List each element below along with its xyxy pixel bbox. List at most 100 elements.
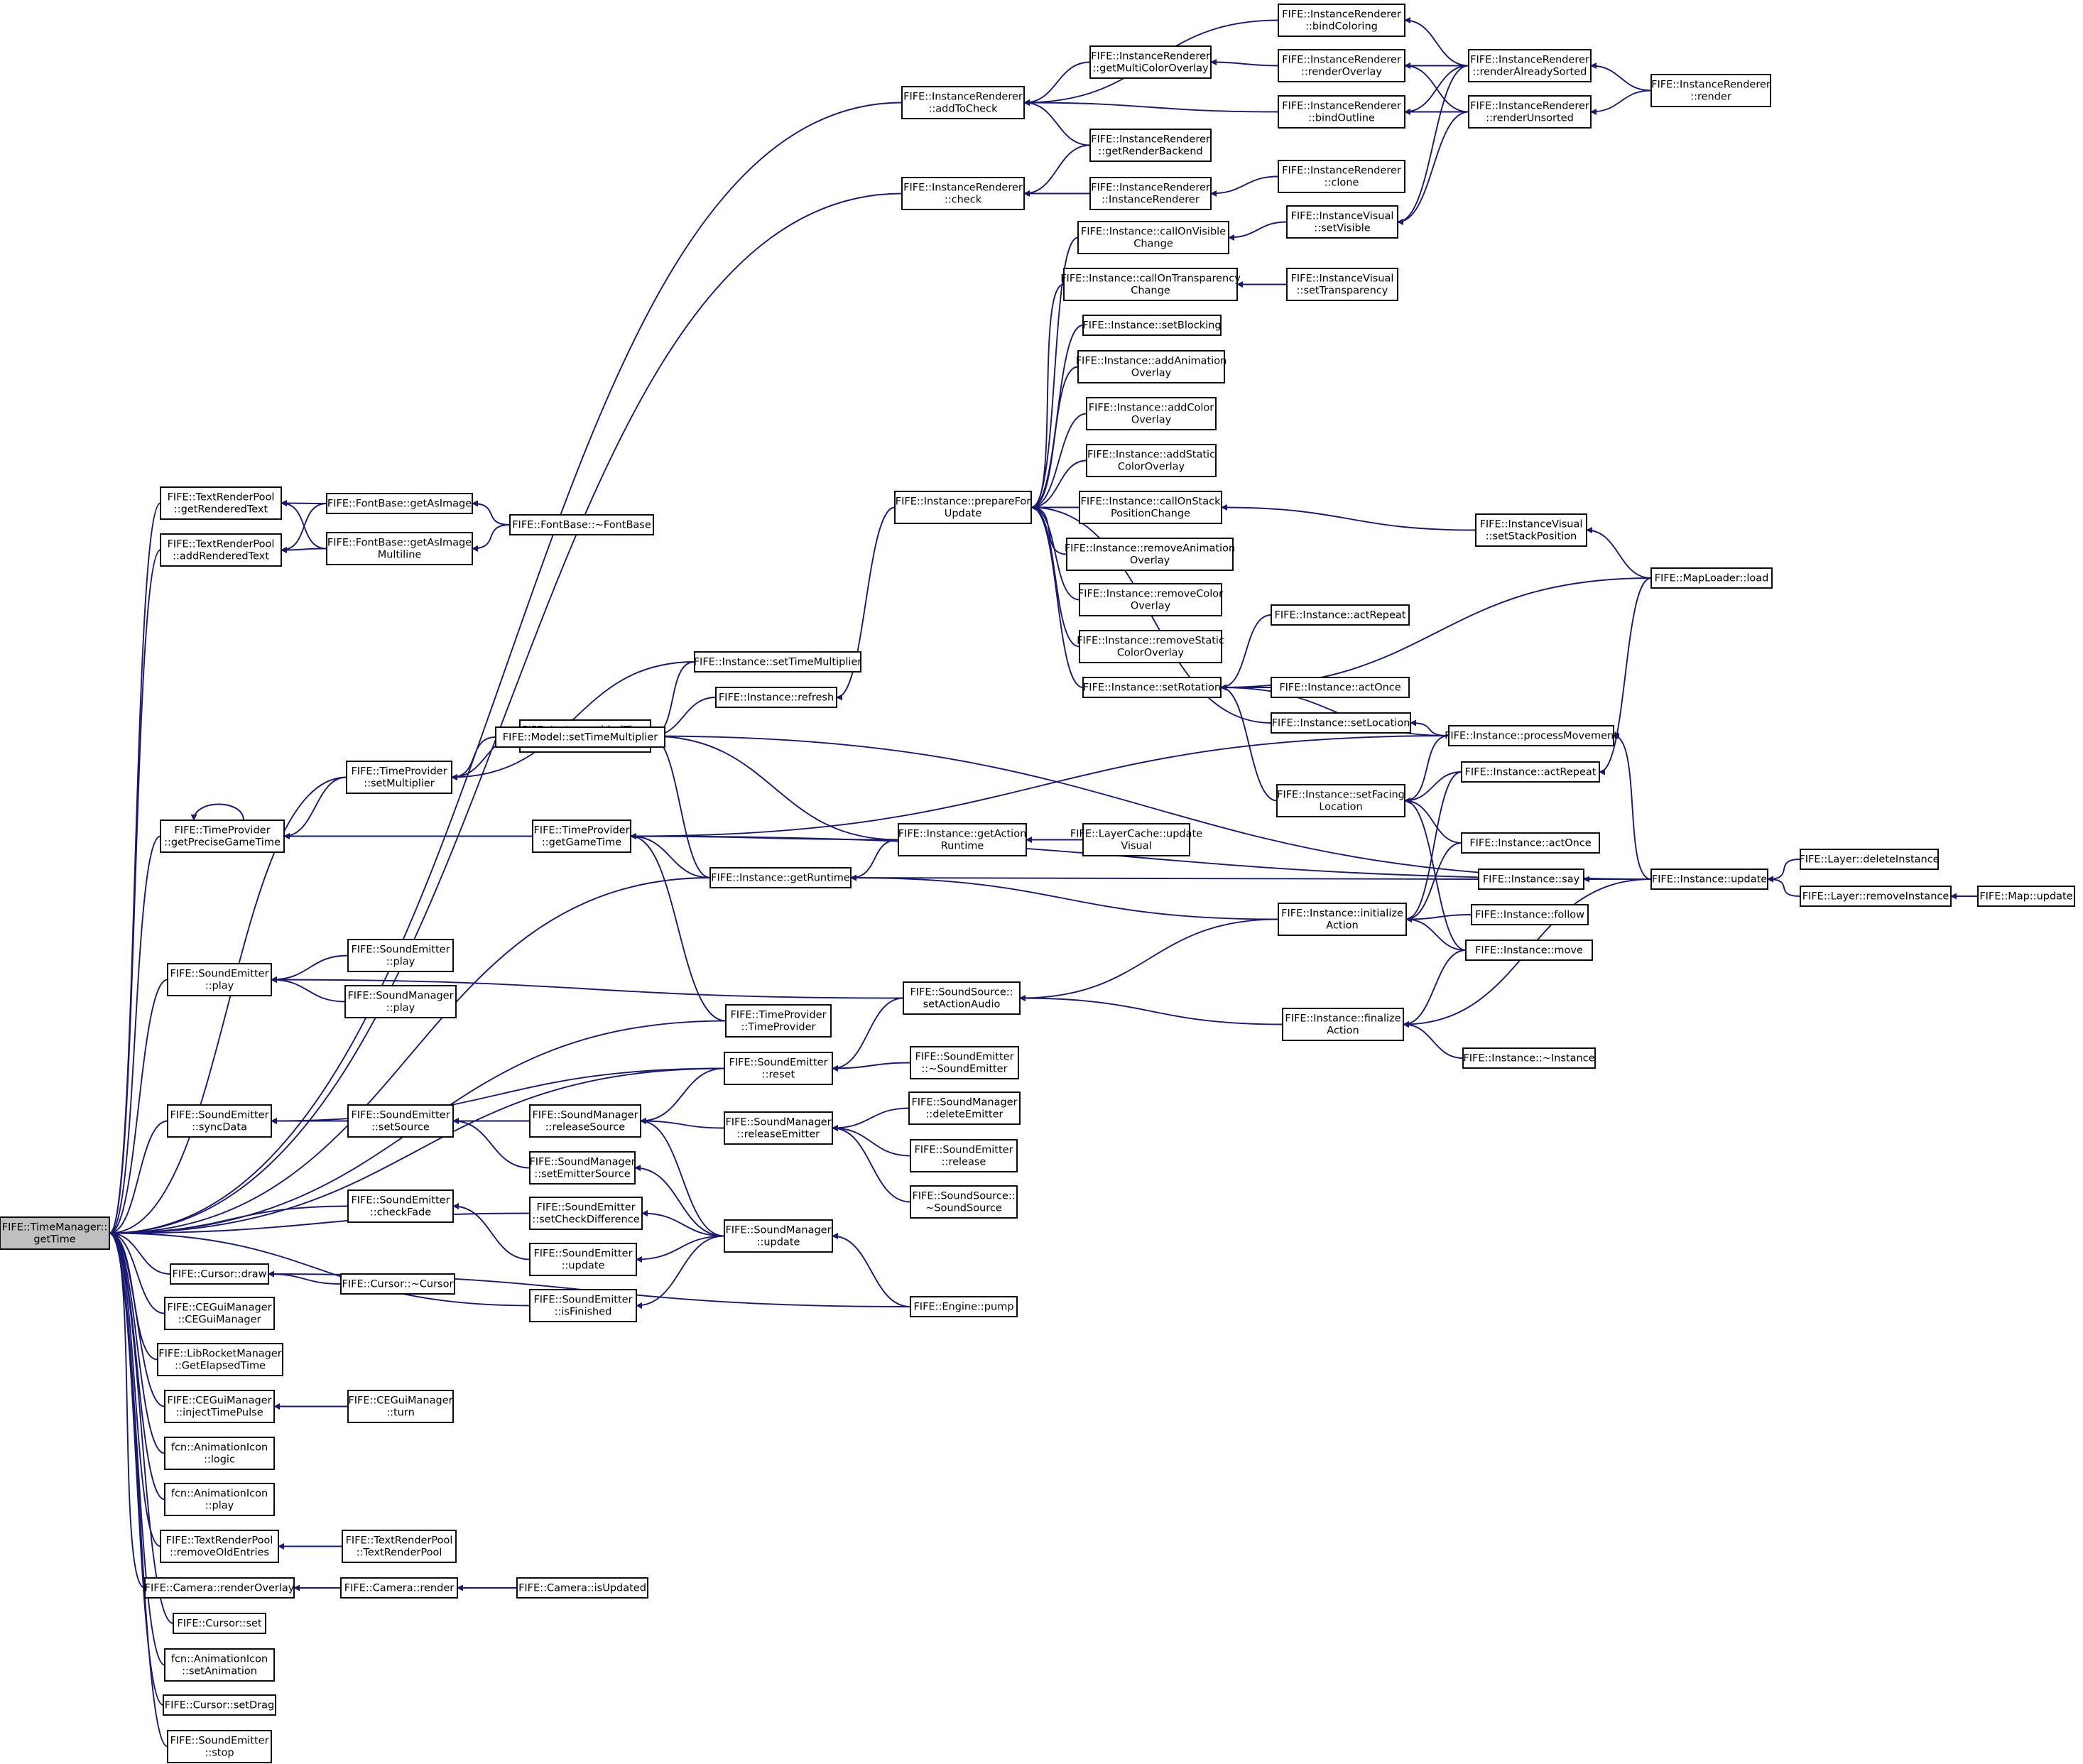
graph-node[interactable]: FIFE::Instance::actOnce — [1271, 677, 1410, 698]
graph-node[interactable]: FIFE::Instance::~Instance — [1462, 1047, 1596, 1069]
graph-node[interactable]: FIFE::SoundManager::releaseEmitter — [724, 1111, 833, 1145]
graph-node[interactable]: FIFE::SoundEmitter::syncData — [167, 1104, 272, 1138]
graph-node[interactable]: FIFE::CEGuiManager::CEGuiManager — [164, 1297, 275, 1330]
graph-node[interactable]: FIFE::SoundEmitter::setSource — [347, 1104, 454, 1138]
graph-node[interactable]: FIFE::SoundEmitter::reset — [724, 1052, 833, 1085]
graph-node[interactable]: FIFE::InstanceVisual::setTransparency — [1286, 268, 1398, 301]
graph-node[interactable]: FIFE::Instance::setTimeMultiplier — [694, 651, 862, 673]
graph-node[interactable]: FIFE::TimeProvider::getPreciseGameTime — [160, 820, 285, 853]
graph-node[interactable]: fcn::AnimationIcon::play — [164, 1483, 275, 1516]
graph-node[interactable]: FIFE::InstanceRenderer::clone — [1278, 160, 1405, 193]
graph-node[interactable]: FIFE::Cursor::set — [173, 1613, 266, 1634]
graph-node[interactable]: FIFE::Instance::processMovement — [1445, 725, 1618, 746]
graph-node[interactable]: FIFE::SoundManager::deleteEmitter — [908, 1091, 1021, 1125]
graph-node[interactable]: FIFE::InstanceRenderer::renderAlreadySor… — [1468, 49, 1592, 82]
graph-node[interactable]: FIFE::Instance::setLocation — [1271, 712, 1411, 734]
graph-node[interactable]: FIFE::TimeProvider::setMultiplier — [346, 761, 452, 794]
graph-node[interactable]: FIFE::InstanceRenderer::InstanceRenderer — [1089, 177, 1212, 210]
graph-node[interactable]: fcn::AnimationIcon::setAnimation — [164, 1648, 275, 1682]
graph-node[interactable]: FIFE::FontBase::~FontBase — [509, 514, 654, 535]
graph-node[interactable]: FIFE::InstanceRenderer::bindColoring — [1278, 4, 1405, 37]
graph-node[interactable]: FIFE::InstanceRenderer::render — [1650, 74, 1771, 107]
graph-node[interactable]: FIFE::InstanceRenderer::addToCheck — [901, 86, 1025, 119]
graph-node[interactable]: FIFE::TimeProvider::TimeProvider — [725, 1004, 832, 1038]
graph-node[interactable]: FIFE::Instance::actRepeat — [1271, 604, 1410, 626]
graph-node[interactable]: FIFE::InstanceVisual::setVisible — [1286, 205, 1398, 239]
graph-node[interactable]: FIFE::SoundEmitter::~SoundEmitter — [910, 1046, 1019, 1079]
graph-node[interactable]: FIFE::Layer::removeInstance — [1800, 886, 1952, 907]
graph-node[interactable]: FIFE::SoundSource::~SoundSource — [910, 1185, 1018, 1219]
graph-node[interactable]: fcn::AnimationIcon::logic — [164, 1437, 275, 1470]
graph-node[interactable]: FIFE::SoundSource::setActionAudio — [903, 981, 1021, 1015]
graph-node[interactable]: FIFE::SoundManager::setEmitterSource — [529, 1151, 636, 1185]
graph-node[interactable]: FIFE::InstanceVisual::setStackPosition — [1475, 513, 1587, 547]
graph-node[interactable]: FIFE::CEGuiManager::injectTimePulse — [164, 1390, 275, 1423]
graph-node[interactable]: FIFE::Instance::move — [1465, 940, 1593, 961]
graph-node[interactable]: FIFE::CEGuiManager::turn — [347, 1390, 454, 1423]
graph-node[interactable]: FIFE::Camera::isUpdated — [516, 1577, 648, 1599]
graph-node[interactable]: FIFE::TextRenderPool::getRenderedText — [160, 486, 282, 520]
graph-node[interactable]: FIFE::Instance::say — [1478, 869, 1584, 890]
graph-node[interactable]: FIFE::Instance::follow — [1471, 904, 1589, 925]
graph-node[interactable]: FIFE::TextRenderPool::TextRenderPool — [342, 1530, 457, 1563]
graph-node[interactable]: FIFE::Cursor::setDrag — [163, 1694, 276, 1716]
graph-node[interactable]: FIFE::InstanceRenderer::check — [901, 177, 1025, 210]
graph-node[interactable]: FIFE::SoundManager::releaseSource — [529, 1104, 641, 1138]
graph-node[interactable]: FIFE::InstanceRenderer::bindOutline — [1278, 95, 1405, 129]
graph-node[interactable]: FIFE::SoundEmitter::release — [910, 1139, 1018, 1172]
graph-node[interactable]: FIFE::Model::setTimeMultiplier — [495, 726, 665, 748]
graph-node[interactable]: FIFE::Instance::actOnce — [1461, 832, 1600, 854]
graph-node[interactable]: FIFE::FontBase::getAsImage — [326, 493, 473, 514]
graph-node[interactable]: FIFE::SoundEmitter::play — [167, 963, 272, 996]
graph-node[interactable]: FIFE::Cursor::~Cursor — [340, 1273, 455, 1295]
graph-node[interactable]: FIFE::Camera::render — [340, 1577, 458, 1599]
graph-node[interactable]: FIFE::SoundEmitter::update — [529, 1243, 637, 1276]
graph-node[interactable]: FIFE::LibRocketManager::GetElapsedTime — [157, 1343, 283, 1376]
root-node[interactable]: FIFE::TimeManager::getTime — [0, 1216, 110, 1250]
graph-node[interactable]: FIFE::TimeProvider::getGameTime — [532, 820, 631, 853]
graph-node[interactable]: FIFE::Map::update — [1977, 886, 2075, 907]
graph-node[interactable]: FIFE::Instance::refresh — [715, 687, 837, 708]
graph-node[interactable]: FIFE::Cursor::draw — [170, 1263, 269, 1285]
graph-node[interactable]: FIFE::SoundEmitter::isFinished — [529, 1289, 637, 1322]
graph-node[interactable]: FIFE::Instance::getRuntime — [709, 867, 852, 888]
graph-node[interactable]: FIFE::Engine::pump — [910, 1296, 1018, 1317]
graph-node[interactable]: FIFE::Instance::actRepeat — [1461, 761, 1600, 783]
graph-node[interactable]: FIFE::SoundEmitter::checkFade — [347, 1189, 454, 1223]
graph-node[interactable]: FIFE::InstanceRenderer::getMultiColorOve… — [1089, 45, 1212, 79]
graph-node[interactable]: FIFE::SoundEmitter::setCheckDifference — [529, 1197, 643, 1230]
graph-node[interactable]: FIFE::SoundManager::update — [724, 1219, 833, 1253]
node-box — [1800, 886, 1952, 907]
node-label-line: Action — [1327, 1025, 1359, 1037]
graph-node[interactable]: FIFE::TextRenderPool::removeOldEntries — [160, 1530, 279, 1563]
graph-node[interactable]: FIFE::SoundEmitter::play — [347, 939, 454, 972]
graph-node[interactable]: FIFE::InstanceRenderer::renderOverlay — [1278, 49, 1405, 82]
graph-node[interactable]: FIFE::Instance::setBlocking — [1082, 315, 1222, 336]
graph-node[interactable]: FIFE::Instance::setRotation — [1082, 677, 1222, 698]
graph-node[interactable]: FIFE::Layer::deleteInstance — [1799, 849, 1940, 870]
graph-node[interactable]: FIFE::Instance::update — [1650, 869, 1768, 890]
graph-node[interactable]: FIFE::SoundEmitter::stop — [167, 1730, 272, 1763]
graph-node[interactable]: FIFE::MapLoader::load — [1650, 567, 1773, 589]
graph-node[interactable]: FIFE::Instance::callOnStackPositionChang… — [1079, 491, 1222, 524]
graph-node[interactable]: FIFE::InstanceRenderer::getRenderBackend — [1089, 129, 1212, 162]
graph-node[interactable]: FIFE::InstanceRenderer::renderUnsorted — [1468, 95, 1592, 129]
graph-node[interactable]: FIFE::Camera::renderOverlay — [144, 1577, 295, 1599]
graph-node[interactable]: FIFE::TextRenderPool::addRenderedText — [160, 533, 282, 567]
graph-node[interactable]: FIFE::SoundManager::play — [344, 985, 457, 1018]
